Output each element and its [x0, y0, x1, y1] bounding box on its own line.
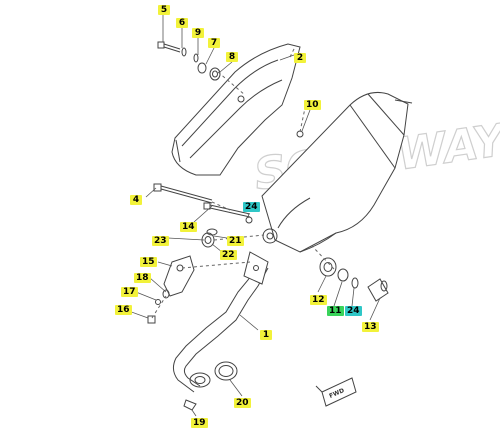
- callout-label: 21: [227, 236, 244, 246]
- callout-label: 15: [140, 257, 157, 267]
- spacer-set-part: [319, 257, 389, 302]
- callout-label: 4: [130, 195, 142, 205]
- nut-part: [183, 399, 197, 411]
- callout-label: 20: [234, 398, 251, 408]
- muffler-part: [261, 91, 413, 253]
- callout-label: 9: [192, 28, 204, 38]
- callout-label: 1: [260, 330, 272, 340]
- callout-label: 10: [304, 100, 321, 110]
- leader-lines: [125, 15, 381, 417]
- callout-label: 19: [191, 418, 208, 428]
- fwd-arrow-icon: [315, 377, 357, 407]
- callout-label: 17: [121, 287, 138, 297]
- callout-label: 23: [152, 236, 169, 246]
- callout-label: 7: [208, 38, 220, 48]
- callout-label: 2: [294, 53, 306, 63]
- exhaust-pipe-part: [172, 251, 269, 393]
- callout-label: 8: [226, 52, 238, 62]
- callout-label: 24: [243, 202, 260, 212]
- long-bolt-part: [153, 183, 213, 204]
- top-bolt-set-part: [157, 41, 221, 81]
- callout-label: 12: [310, 295, 327, 305]
- callout-label: 5: [158, 5, 170, 15]
- callout-label: 14: [180, 222, 197, 232]
- callout-label: 18: [134, 273, 151, 283]
- callout-label: 22: [220, 250, 237, 260]
- gasket-part: [214, 361, 238, 381]
- callout-label: 24: [345, 306, 362, 316]
- collar-part: [201, 228, 218, 248]
- callout-label: 16: [115, 305, 132, 315]
- callout-label: 13: [362, 322, 379, 332]
- heat-shield-part: [171, 43, 301, 176]
- callout-label: 11: [327, 306, 344, 316]
- callout-label: 6: [176, 18, 188, 28]
